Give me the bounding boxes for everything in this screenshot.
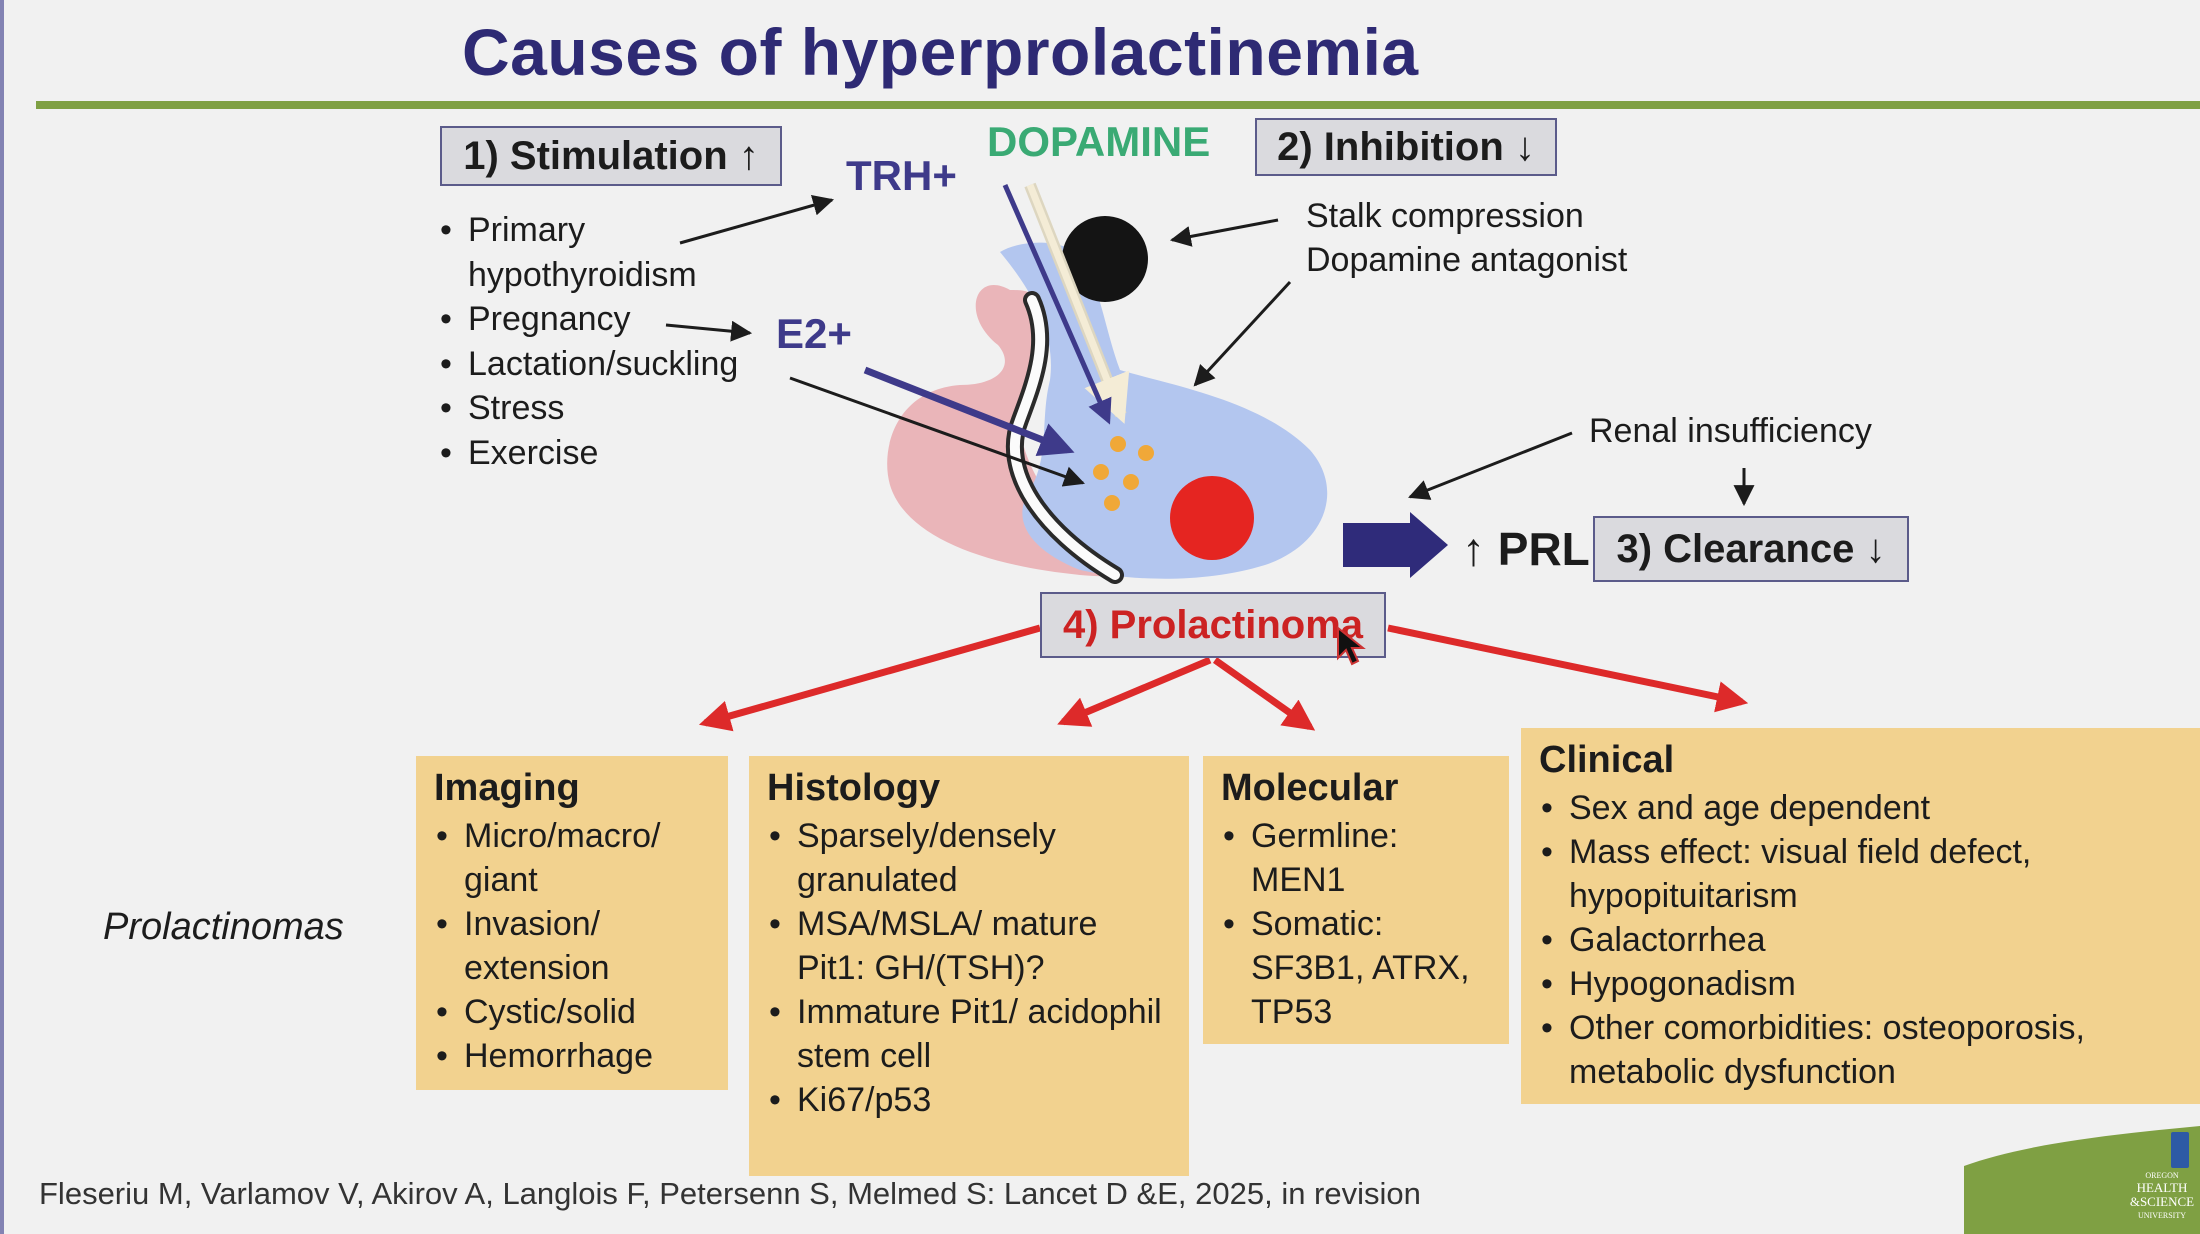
list-item: Exercise xyxy=(438,431,778,476)
dopamine-label: DOPAMINE xyxy=(987,118,1211,165)
list-item: Galactorrhea xyxy=(1539,918,2184,962)
prolactin-dot xyxy=(1104,495,1120,511)
list-item: Somatic: SF3B1, ATRX, TP53 xyxy=(1221,902,1493,1034)
e2-label: E2+ xyxy=(776,310,852,357)
prl-label: ↑ PRL xyxy=(1462,523,1590,575)
dopamine-antagonist-note: Dopamine antagonist xyxy=(1306,241,1628,279)
prl-block-arrow xyxy=(1343,512,1448,578)
logo-line: &SCIENCE xyxy=(2130,1194,2194,1209)
list-item: Hemorrhage xyxy=(434,1034,712,1078)
renal-insufficiency-note: Renal insufficiency xyxy=(1589,412,1872,450)
list-item: Sex and age dependent xyxy=(1539,786,2184,830)
slide-title: Causes of hyperprolactinemia xyxy=(462,15,1419,89)
prolactinoma-box: 4) Prolactinoma xyxy=(1040,592,1386,658)
stalk-compression-arrow xyxy=(1169,218,1279,247)
red-arrow-molecular xyxy=(1212,657,1316,731)
logo-line: UNIVERSITY xyxy=(2138,1211,2186,1220)
panel-title: Histology xyxy=(767,767,941,809)
list-item: Micro/macro/ giant xyxy=(434,814,712,902)
red-arrow-imaging xyxy=(698,624,1041,732)
prolactin-dot xyxy=(1123,474,1139,490)
panel-title: Clinical xyxy=(1539,739,1675,781)
list-item: Germline: MEN1 xyxy=(1221,814,1493,902)
panel-title: Imaging xyxy=(434,767,580,809)
prolactinomas-label: Prolactinomas xyxy=(103,906,344,948)
list-item: Invasion/ extension xyxy=(434,902,712,990)
stimulation-box: 1) Stimulation ↑ xyxy=(440,126,782,186)
trh-label: TRH+ xyxy=(846,152,957,199)
red-arrow-clinical xyxy=(1387,624,1749,713)
stalk-compression-note: Stalk compression xyxy=(1306,197,1584,235)
list-item: Immature Pit1/ acidophil stem cell xyxy=(767,990,1173,1078)
logo-line: HEALTH xyxy=(2137,1180,2188,1195)
list-item: Ki67/p53 xyxy=(767,1078,1173,1122)
cursor-icon xyxy=(1337,626,1366,666)
histology-panel: Histology Sparsely/densely granulated MS… xyxy=(749,756,1189,1176)
prolactin-dot xyxy=(1093,464,1109,480)
lactation-arrow xyxy=(789,376,1085,487)
ohsu-logo: OREGON HEALTH &SCIENCE UNIVERSITY xyxy=(1964,1126,2200,1234)
renal-arrow xyxy=(1408,431,1573,500)
logo-line: OREGON xyxy=(2145,1171,2179,1180)
trh-arrow xyxy=(1002,183,1112,425)
list-item: Primary hypothyroidism xyxy=(438,208,778,297)
imaging-panel: Imaging Micro/macro/ giant Invasion/ ext… xyxy=(416,756,728,1090)
citation-text: Fleseriu M, Varlamov V, Akirov A, Langlo… xyxy=(39,1176,1421,1211)
title-rule xyxy=(36,101,2200,109)
list-item: Mass effect: visual field defect, hypopi… xyxy=(1539,830,2184,918)
clearance-box: 3) Clearance ↓ xyxy=(1593,516,1909,582)
panel-title: Molecular xyxy=(1221,767,1399,809)
list-item: Lactation/suckling xyxy=(438,342,778,387)
list-item: Sparsely/densely granulated xyxy=(767,814,1173,902)
e2-arrow xyxy=(863,366,1075,457)
list-item: Pregnancy xyxy=(438,297,778,342)
list-item: Hypogonadism xyxy=(1539,962,2184,1006)
list-item: Cystic/solid xyxy=(434,990,712,1034)
prolactin-dot xyxy=(1138,445,1154,461)
dopamine-antagonist-arrow xyxy=(1193,280,1292,387)
list-item: Stress xyxy=(438,386,778,431)
stimulation-causes-list: Primary hypothyroidism Pregnancy Lactati… xyxy=(438,208,778,475)
prolactin-dot xyxy=(1110,436,1126,452)
list-item: Other comorbidities: osteoporosis, metab… xyxy=(1539,1006,2184,1094)
left-edge-border xyxy=(0,0,4,1234)
red-circle-adenoma xyxy=(1170,476,1254,560)
inhibition-box: 2) Inhibition ↓ xyxy=(1255,118,1557,176)
molecular-panel: Molecular Germline: MEN1 Somatic: SF3B1,… xyxy=(1203,756,1509,1044)
red-arrow-histology xyxy=(1057,656,1212,727)
list-item: MSA/MSLA/ mature Pit1: GH/(TSH)? xyxy=(767,902,1173,990)
black-circle-stalk-compression xyxy=(1062,216,1148,302)
clinical-panel: Clinical Sex and age dependent Mass effe… xyxy=(1521,728,2200,1104)
